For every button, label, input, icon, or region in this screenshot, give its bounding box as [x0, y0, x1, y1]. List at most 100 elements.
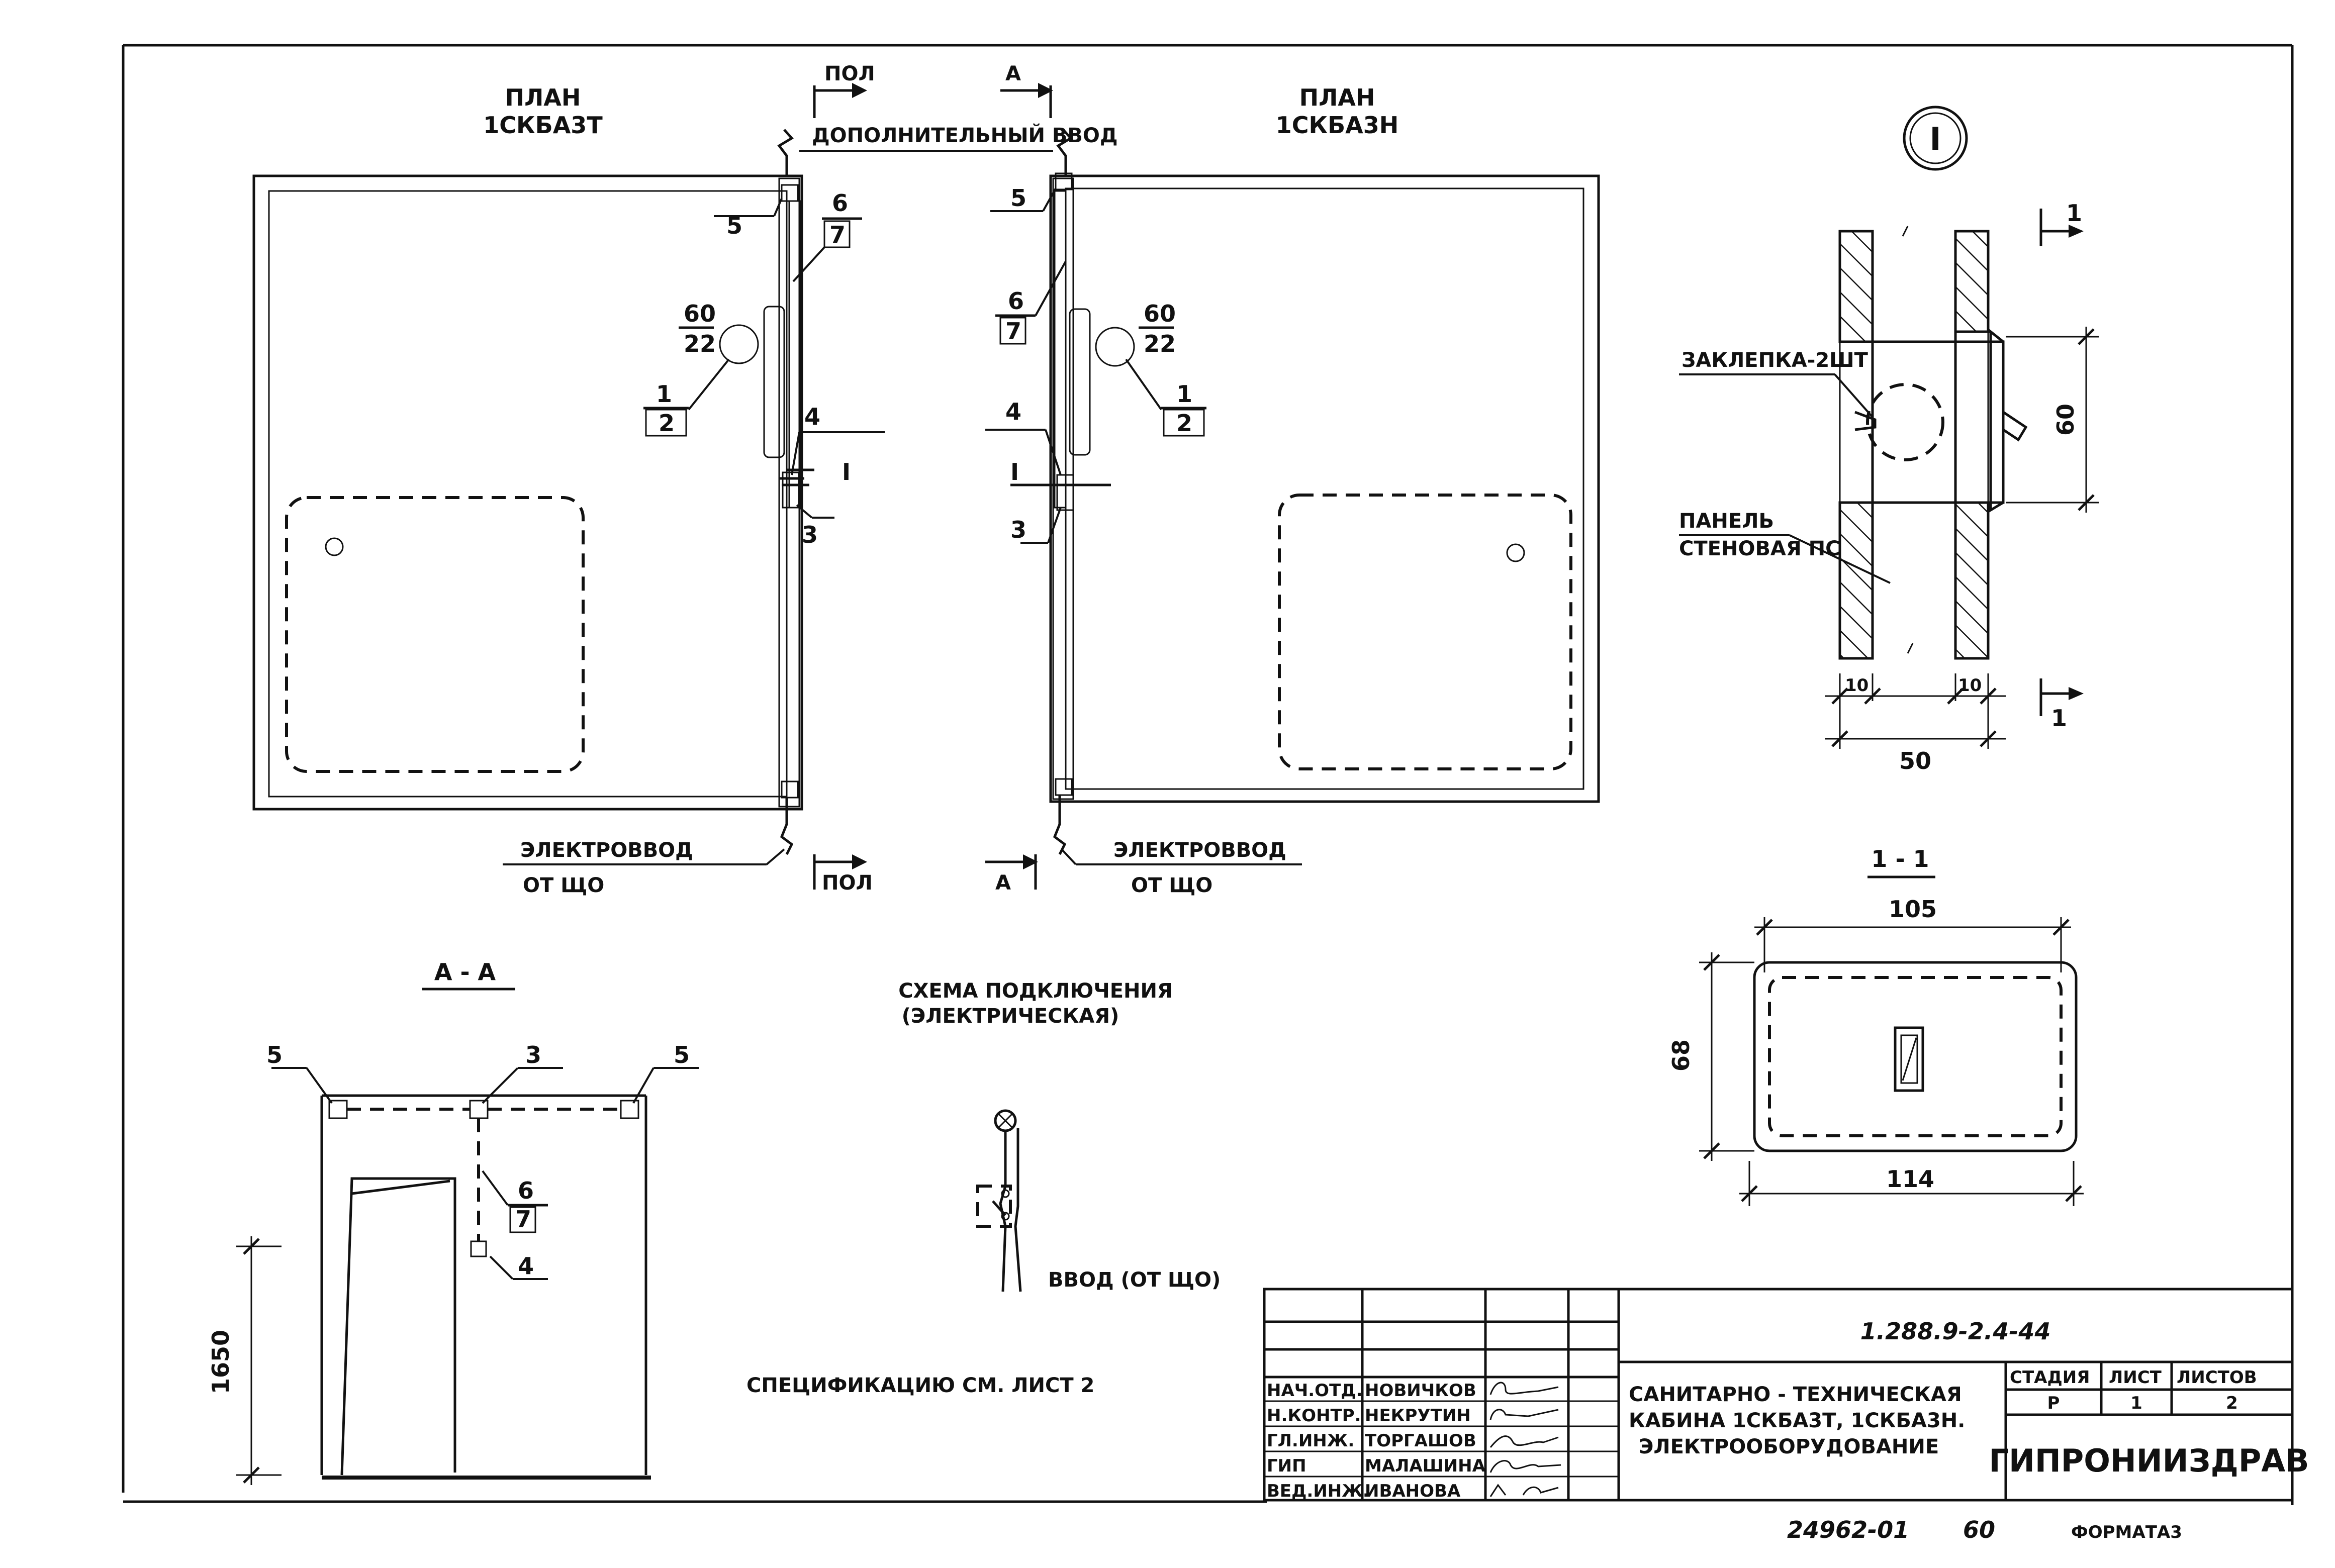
plan-left-callout-7: 7: [829, 221, 846, 248]
detail-I-marker-circle: [1903, 106, 1968, 171]
detail-I-marker: I: [1929, 121, 1941, 157]
format-label: ФОРМАТА3: [2071, 1522, 2182, 1542]
panel-label: ПАНЕЛЬ: [1679, 510, 1774, 533]
plan-left-power-source: ОТ ЩО: [523, 874, 604, 897]
name-3: ТОРГАШОВ: [1365, 1431, 1476, 1451]
plan-right-wall-band: [1052, 177, 1074, 800]
schema-subtitle: (ЭЛЕКТРИЧЕСКАЯ): [902, 1005, 1119, 1028]
aa-callout-3: 3: [525, 1041, 541, 1068]
plan-left-callout-5: 5: [726, 212, 742, 239]
panel-sublabel: СТЕНОВАЯ ПС: [1679, 537, 1840, 560]
plan-right-title: ПЛАН: [1299, 84, 1375, 111]
plan-right-inner-wall: [1065, 187, 1584, 790]
section-dim-68: 68: [1667, 1039, 1695, 1071]
plan-left-callout-I: I: [842, 458, 851, 485]
section-1-1-title: 1 - 1: [1871, 845, 1929, 872]
plan-right-callout-60: 60: [1144, 300, 1176, 327]
signature-2: [1489, 1409, 1559, 1420]
plan-right-callout-3: 3: [1010, 516, 1026, 543]
top-marks: ПОЛ А ДОПОЛНИТЕЛЬНЫЙ ВВОД: [777, 62, 1118, 176]
aa-callout-5-left: 5: [266, 1041, 283, 1068]
plan-left-callout-4: 4: [804, 403, 820, 430]
role-3: ГЛ.ИНЖ.: [1267, 1431, 1354, 1451]
section-A-A: А - А 5 3 5 6 7 4: [207, 958, 699, 1485]
sheet-value: 1: [2130, 1393, 2142, 1413]
plan-left-power-input: ЭЛЕКТРОВВОД: [520, 839, 693, 862]
plan-right-callout-1: 1: [1176, 380, 1192, 408]
detail-I-box: [1871, 340, 2005, 504]
junction-box-left-top: [781, 184, 799, 202]
aa-callout-4: 4: [518, 1252, 534, 1280]
sheet-header: ЛИСТ: [2109, 1367, 2162, 1388]
top-section-mark: А: [1005, 62, 1021, 85]
plan-right-switch-bracket: [1069, 308, 1091, 456]
plan-right-callout-5: 5: [1010, 184, 1026, 212]
role-2: Н.КОНТР.: [1267, 1406, 1361, 1426]
role-5: ВЕД.ИНЖ.: [1267, 1481, 1369, 1501]
switch-box-outer: [1753, 961, 2078, 1152]
role-4: ГИП: [1267, 1456, 1306, 1476]
plan-right-power-input: ЭЛЕКТРОВВОД: [1113, 839, 1286, 862]
plan-right-callout-I: I: [1010, 458, 1019, 485]
aa-callout-7: 7: [515, 1206, 531, 1233]
plan-right: ПЛАН 1СКБА3Н 5 6 7 60 22 1 2 4: [985, 84, 1600, 897]
plan-left-callout-6: 6: [832, 189, 848, 217]
wiring-schema: СХЕМА ПОДКЛЮЧЕНИЯ (ЭЛЕКТРИЧЕСКАЯ) ВВОД (…: [898, 979, 1221, 1292]
plan-right-callout-2: 2: [1176, 410, 1192, 437]
stage-value: Р: [2047, 1393, 2060, 1413]
plan-left-shower-tray: [285, 496, 585, 773]
schema-input-label: ВВОД (ОТ ЩО): [1048, 1268, 1221, 1292]
sheet-frame: [122, 44, 2294, 1505]
section-dim-114: 114: [1886, 1165, 1934, 1193]
plan-right-drain: [1506, 543, 1525, 562]
wall-hatch-right-bottom: [1954, 501, 1990, 660]
junction-box-aa-right: [620, 1100, 639, 1119]
plan-right-shower-tray: [1278, 494, 1572, 770]
plan-left-subtitle: 1СКБА3Т: [483, 112, 603, 139]
section-A-A-title: А - А: [434, 958, 496, 986]
junction-box-aa-center: [469, 1100, 489, 1119]
detail-section-top: 1: [2066, 200, 2082, 227]
detail-I: I ЗАКЛЕПКА-2ШТ ПАНЕЛЬ СТЕНОВАЯ ПС 60: [1679, 106, 2099, 774]
plan-right-lamp: [1095, 327, 1135, 367]
detail-I-flange: [1989, 329, 2005, 513]
plan-left-callout-3: 3: [802, 521, 818, 548]
plan-right-subtitle: 1СКБА3Н: [1276, 112, 1399, 139]
description-line3: ЭЛЕКТРООБОРУДОВАНИЕ: [1639, 1435, 1939, 1458]
wall-hatch-right-top: [1954, 230, 1990, 333]
plan-left-title: ПЛАН: [505, 84, 581, 111]
plan-left-switch-bracket: [763, 306, 785, 458]
spec-note: СПЕЦИФИКАЦИЮ СМ. ЛИСТ 2: [746, 1374, 1094, 1397]
signature-5: [1489, 1484, 1559, 1497]
plan-left-callout-1: 1: [656, 380, 672, 408]
aa-dim-1650: 1650: [207, 1330, 234, 1394]
schema-title: СХЕМА ПОДКЛЮЧЕНИЯ: [898, 979, 1173, 1003]
plan-left-outer-wall: [252, 174, 803, 811]
plan-right-callout-6: 6: [1008, 287, 1024, 315]
signature-4: [1489, 1460, 1561, 1473]
section-dim-105: 105: [1889, 896, 1937, 923]
doc-code: 1.288.9-2.4-44: [1860, 1318, 2051, 1345]
plan-right-switch: [1056, 474, 1074, 511]
name-2: НЕКРУТИН: [1365, 1406, 1471, 1426]
plan-left-callout-60: 60: [684, 300, 716, 327]
sheets-value: 2: [2226, 1393, 2238, 1413]
detail-dim-10-left: 10: [1845, 675, 1869, 696]
organization: ГИПРОНИИЗДРАВ: [1989, 1442, 2309, 1479]
plan-left-lamp: [719, 324, 759, 364]
signature-3: [1489, 1435, 1559, 1448]
detail-dim-10-right: 10: [1958, 675, 1982, 696]
schema-switch-box: [976, 1185, 1012, 1228]
sheet-number: 60: [1963, 1516, 1995, 1543]
plan-left-inner-wall: [268, 190, 788, 798]
section-1-1: 1 - 1 105 68 114: [1667, 845, 2084, 1206]
top-floor-mark: ПОЛ: [824, 62, 875, 85]
rivet-label: ЗАКЛЕПКА-2ШТ: [1682, 349, 1869, 372]
switch-aa: [470, 1240, 487, 1257]
detail-section-bottom: 1: [2051, 705, 2067, 732]
plan-left: ПЛАН 1СКБА3Т 5 6 7 60 22 1 2: [252, 84, 885, 897]
aa-callout-5-right: 5: [674, 1041, 690, 1068]
wall-hatch-left-bottom: [1838, 501, 1874, 660]
plan-left-callout-2: 2: [659, 410, 675, 437]
plan-right-callout-7: 7: [1005, 318, 1021, 345]
